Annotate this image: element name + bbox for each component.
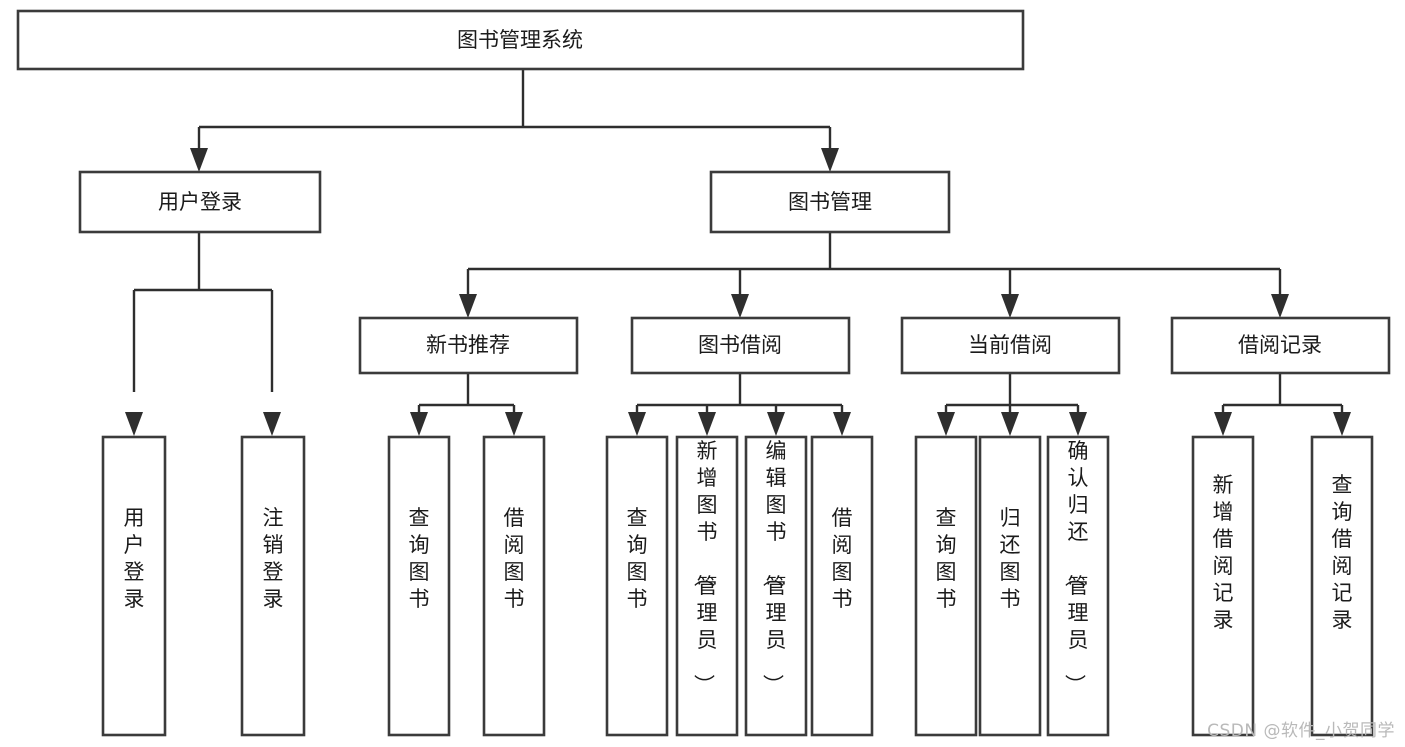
node-new-book-recommend-box[interactable] xyxy=(358,316,579,375)
node-borrow-record-label: 借阅记录 xyxy=(1238,333,1322,357)
node-leaf-borrow-book-1-box[interactable] xyxy=(482,435,546,737)
node-borrow-record-box[interactable] xyxy=(1170,316,1391,375)
connector-layer xyxy=(125,69,1351,436)
node-current-borrow-label: 当前借阅 xyxy=(968,333,1052,357)
arrow-to-current-borrow xyxy=(1001,294,1019,318)
node-root[interactable]: 图书管理系统 xyxy=(16,9,1025,71)
node-leaf-return-book-box[interactable] xyxy=(978,435,1042,737)
node-book-manage-box[interactable] xyxy=(709,170,951,234)
node-leaf-query-book-2-label: 查询图书 xyxy=(627,506,648,611)
node-leaf-add-record[interactable]: 新增借阅记录 xyxy=(1191,435,1255,737)
csdn-watermark: CSDN @软件_小贺同学 xyxy=(1207,721,1395,741)
node-leaf-edit-book-label: 编辑图书（管理员） xyxy=(761,439,787,695)
arrow-leaf-query-book-2 xyxy=(628,412,646,436)
node-new-book-recommend[interactable]: 新书推荐 xyxy=(358,316,579,375)
node-leaf-add-book-box[interactable] xyxy=(675,435,739,737)
node-leaf-return-book[interactable]: 归还图书 xyxy=(978,435,1042,737)
node-user-login[interactable]: 用户登录 xyxy=(78,170,322,234)
arrow-leaf-edit-book xyxy=(767,412,785,436)
node-user-login-box[interactable] xyxy=(78,170,322,234)
node-leaf-add-book-label: 新增图书（管理员） xyxy=(692,439,718,695)
node-book-manage[interactable]: 图书管理 xyxy=(709,170,951,234)
arrow-to-borrow-record xyxy=(1271,294,1289,318)
node-root-label: 图书管理系统 xyxy=(457,28,583,52)
node-borrow-record[interactable]: 借阅记录 xyxy=(1170,316,1391,375)
node-leaf-query-book-2[interactable]: 查询图书 xyxy=(605,435,669,737)
node-book-borrow-label: 图书借阅 xyxy=(698,333,782,357)
node-leaf-borrow-book-2-label: 借阅图书 xyxy=(832,506,853,611)
node-current-borrow-box[interactable] xyxy=(900,316,1121,375)
node-leaf-query-book-1-label: 查询图书 xyxy=(409,506,430,611)
arrow-leaf-add-record xyxy=(1214,412,1232,436)
node-leaf-query-book-3[interactable]: 查询图书 xyxy=(914,435,978,737)
node-leaf-add-record-label: 新增借阅记录 xyxy=(1213,473,1234,632)
node-new-book-recommend-label: 新书推荐 xyxy=(426,333,510,357)
node-leaf-add-book[interactable]: 新增图书（管理员） xyxy=(675,435,739,737)
node-leaf-query-record-label: 查询借阅记录 xyxy=(1332,473,1353,632)
arrow-to-book-manage xyxy=(821,148,839,172)
node-leaf-confirm-return[interactable]: 确认归还（管理员） xyxy=(1046,435,1110,737)
node-leaf-confirm-return-box[interactable] xyxy=(1046,435,1110,737)
node-leaf-query-book-3-label: 查询图书 xyxy=(936,506,957,611)
arrow-leaf-return-book xyxy=(1001,412,1019,436)
arrow-leaf-user-login xyxy=(125,412,143,436)
node-leaf-user-login-label: 用户登录 xyxy=(124,506,145,611)
arrow-to-book-borrow xyxy=(731,294,749,318)
node-leaf-query-book-1-box[interactable] xyxy=(387,435,451,737)
node-leaf-logout-login[interactable]: 注销登录 xyxy=(240,435,306,737)
node-leaf-user-login-box[interactable] xyxy=(101,435,167,737)
node-leaf-borrow-book-1[interactable]: 借阅图书 xyxy=(482,435,546,737)
node-leaf-query-book-2-box[interactable] xyxy=(605,435,669,737)
node-leaf-logout-login-label: 注销登录 xyxy=(263,506,284,611)
node-leaf-query-book-3-box[interactable] xyxy=(914,435,978,737)
arrow-leaf-query-book-3 xyxy=(937,412,955,436)
node-book-borrow[interactable]: 图书借阅 xyxy=(630,316,851,375)
arrow-to-new-book xyxy=(459,294,477,318)
arrow-leaf-query-record xyxy=(1333,412,1351,436)
node-leaf-add-record-box[interactable] xyxy=(1191,435,1255,737)
arrow-leaf-borrow-book-1 xyxy=(505,412,523,436)
node-book-manage-label: 图书管理 xyxy=(788,190,872,214)
node-leaf-query-record-box[interactable] xyxy=(1310,435,1374,737)
node-leaf-user-login[interactable]: 用户登录 xyxy=(101,435,167,737)
node-leaf-query-record[interactable]: 查询借阅记录 xyxy=(1310,435,1374,737)
arrow-leaf-add-book xyxy=(698,412,716,436)
arrow-leaf-logout-login xyxy=(263,412,281,436)
arrow-leaf-query-book-1 xyxy=(410,412,428,436)
node-leaf-logout-login-box[interactable] xyxy=(240,435,306,737)
node-book-borrow-box[interactable] xyxy=(630,316,851,375)
arrow-to-user-login xyxy=(190,148,208,172)
arrow-leaf-borrow-book-2 xyxy=(833,412,851,436)
arrow-leaf-confirm-return xyxy=(1069,412,1087,436)
node-leaf-confirm-return-label: 确认归还（管理员） xyxy=(1063,439,1089,695)
node-leaf-query-book-1[interactable]: 查询图书 xyxy=(387,435,451,737)
node-user-login-label: 用户登录 xyxy=(158,190,242,214)
node-root-box[interactable] xyxy=(16,9,1025,71)
node-leaf-edit-book-box[interactable] xyxy=(744,435,808,737)
node-leaf-borrow-book-2-box[interactable] xyxy=(810,435,874,737)
node-leaf-borrow-book-2[interactable]: 借阅图书 xyxy=(810,435,874,737)
node-leaf-return-book-label: 归还图书 xyxy=(1000,506,1021,611)
node-current-borrow[interactable]: 当前借阅 xyxy=(900,316,1121,375)
node-leaf-edit-book[interactable]: 编辑图书（管理员） xyxy=(744,435,808,737)
node-leaf-borrow-book-1-label: 借阅图书 xyxy=(504,506,525,611)
